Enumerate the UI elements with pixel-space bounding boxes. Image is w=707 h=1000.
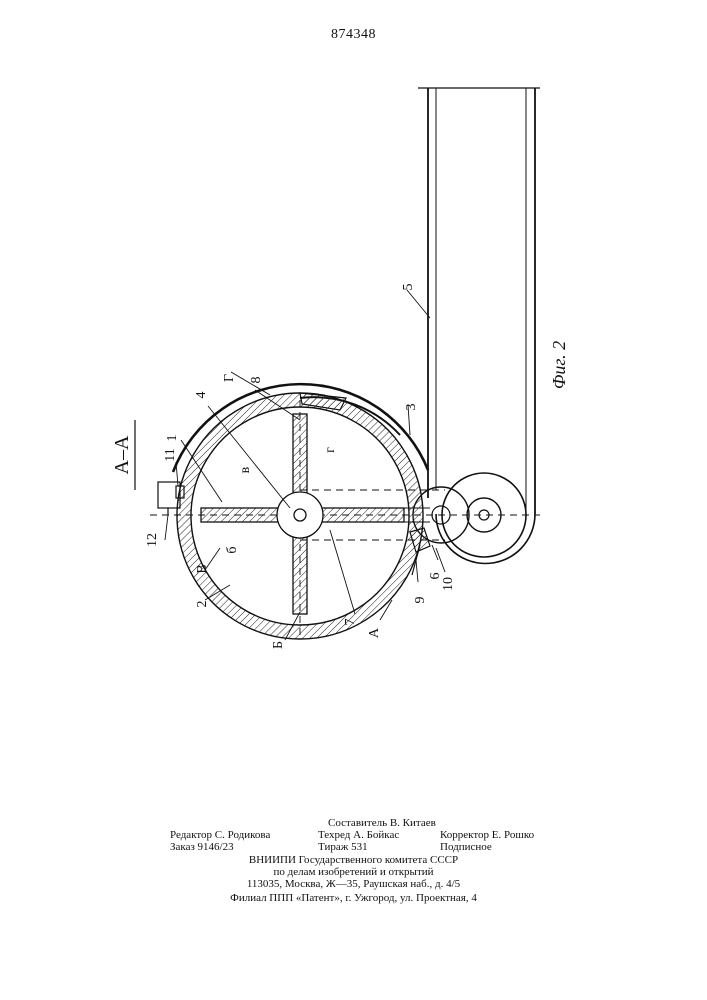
callout-11: 11 xyxy=(163,448,178,461)
callout-9: 9 xyxy=(413,597,428,604)
callout-5: 5 xyxy=(401,284,416,291)
subscription-line: Подписное xyxy=(440,841,492,854)
callout-8: 8 xyxy=(249,377,264,384)
branch-line: Филиал ППП «Патент», г. Ужгород, ул. Про… xyxy=(0,892,707,905)
callout-10: 10 xyxy=(441,577,456,591)
callout-4: 4 xyxy=(194,392,209,399)
callout-V: В xyxy=(195,564,210,573)
conveyor-belt xyxy=(418,88,540,564)
zone-g: г xyxy=(323,447,338,453)
callout-2: 2 xyxy=(195,601,210,608)
callout-1: 1 xyxy=(165,435,180,442)
section-label: A–A xyxy=(111,420,135,490)
callout-7: 7 xyxy=(343,619,358,626)
callout-12: 12 xyxy=(145,533,160,547)
callout-3: 3 xyxy=(404,404,419,411)
org-address: 113035, Москва, Ж—35, Раушская наб., д. … xyxy=(0,878,707,891)
order-line: Заказ 9146/23 xyxy=(170,841,234,854)
zone-b: б xyxy=(225,546,240,553)
callout-A: А xyxy=(367,627,382,638)
callout-B: Б xyxy=(271,641,286,649)
svg-text:A–A: A–A xyxy=(111,435,133,474)
circulation-line: Тираж 531 xyxy=(318,841,368,854)
zone-v: в xyxy=(238,466,253,473)
figure-label: Фиг. 2 xyxy=(549,341,569,389)
callout-G: Г xyxy=(222,374,237,382)
rotor-blades xyxy=(201,414,404,614)
